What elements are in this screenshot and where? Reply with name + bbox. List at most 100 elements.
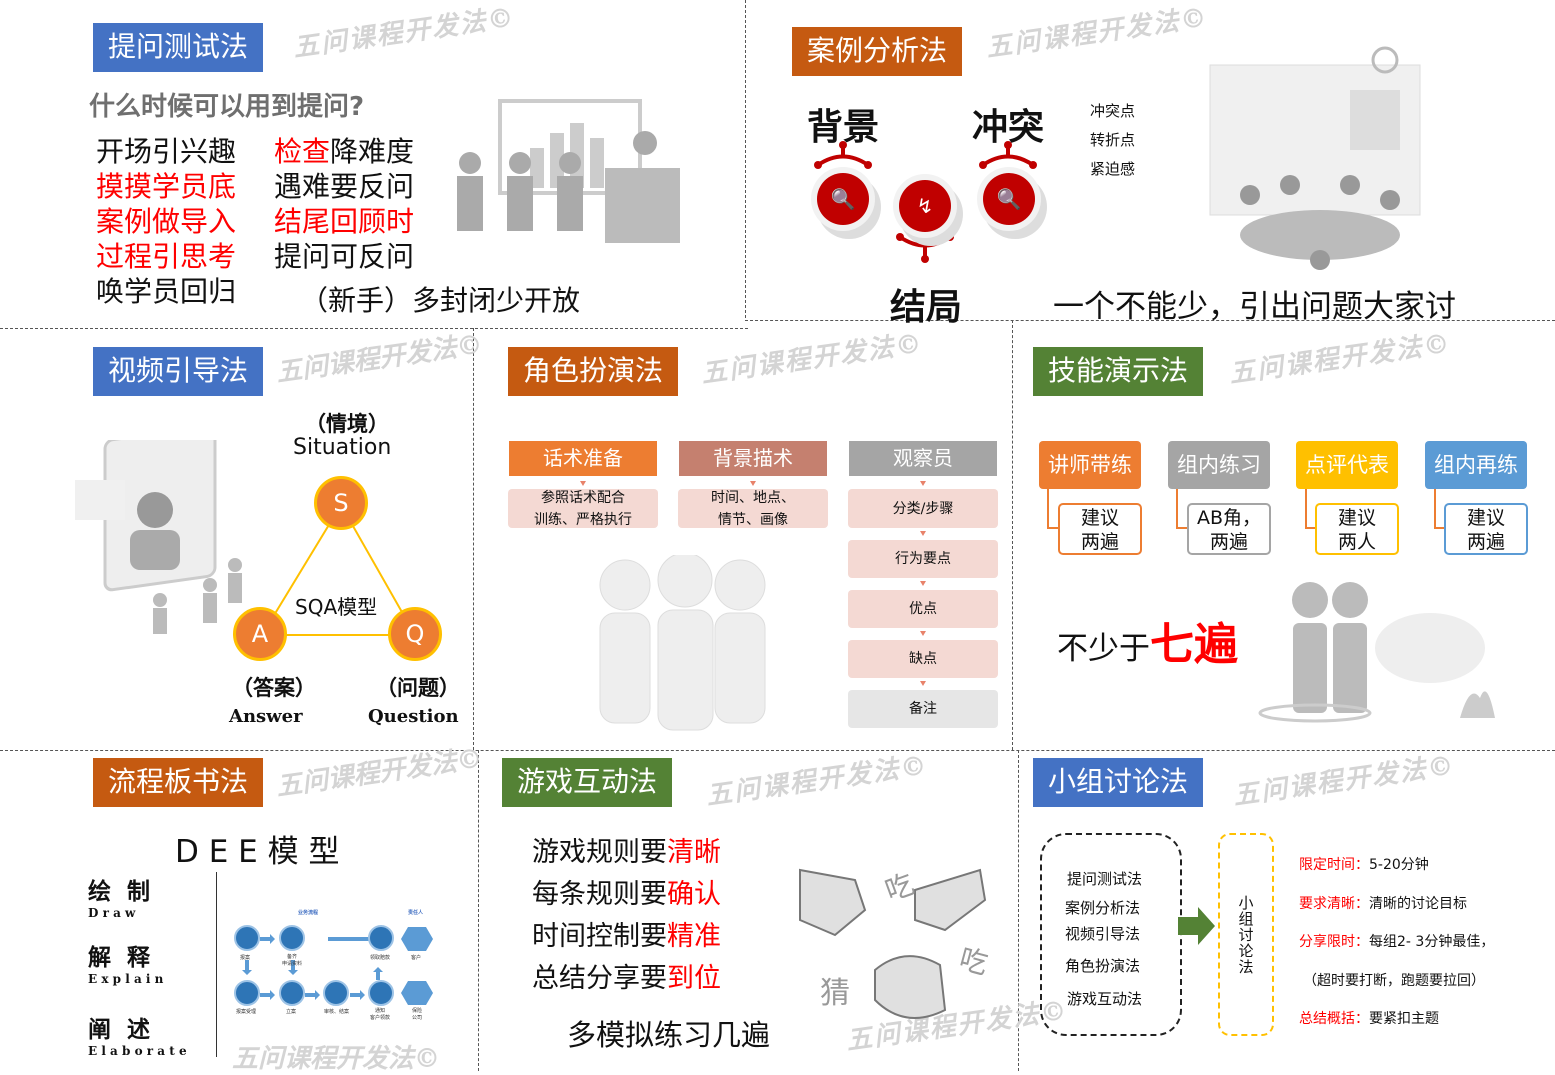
rule-label: 要求清晰：: [1299, 895, 1369, 912]
rule-label: 总结概括：: [1299, 1011, 1369, 1027]
observer-item: 缺点: [848, 640, 998, 678]
observer-item: 行为要点: [848, 540, 998, 578]
dee-item-draw: 绘 制 D r a w: [88, 872, 150, 920]
case-connectors: [814, 141, 1037, 263]
rule-item: （超时要打断，跑题要拉回）: [1299, 962, 1494, 1001]
magnifier-icon: 🔍: [817, 173, 869, 225]
method-item: 视频引导法: [1065, 925, 1141, 943]
divider: [0, 750, 1555, 751]
arrow-down: [580, 481, 586, 486]
answer-en: Answer: [229, 706, 303, 727]
watermark: 五问课程开发法©: [1227, 328, 1454, 390]
dee-cn: 绘 制: [88, 878, 151, 905]
observer-item: 分类/步骤: [848, 489, 998, 528]
rock-paper-scissors-illustration: [799, 868, 987, 1019]
role-box: 参照话术配合 训练、严格执行: [508, 489, 658, 528]
office-illustration: [1209, 46, 1421, 270]
text: 时间控制要: [532, 921, 667, 952]
group-center-box: 小组讨论法: [1218, 833, 1274, 1036]
methods-box: 提问测试法 案例分析法 视频引导法 角色扮演法 游戏互动法: [1040, 833, 1182, 1036]
game-art-label: 猜: [820, 976, 850, 1011]
list-item: 遇难要反问: [274, 170, 415, 203]
arrow-down: [920, 681, 926, 686]
skill-note: AB角， 两遍: [1187, 503, 1271, 555]
text: 游戏规则要: [532, 837, 667, 868]
section-title-game: 游戏互动法: [502, 758, 673, 807]
dee-en: D r a w: [88, 906, 136, 920]
watermark: 五问课程开发法©: [274, 743, 485, 803]
emph: 检查: [274, 135, 331, 168]
case-points: 冲突点 转折点 紧迫感: [1090, 97, 1135, 184]
question-col1: 开场引兴趣 摸摸学员底 案例做导入 过程引思考 唤学员回归: [96, 134, 236, 309]
skill-note: 建议 两遍: [1058, 503, 1142, 555]
divider: [473, 328, 474, 750]
list-item: 总结分享要到位: [532, 958, 721, 1000]
emph: 精准: [667, 921, 721, 952]
situation-en: Situation: [293, 435, 392, 460]
list-item: 结尾回顾时: [274, 205, 415, 238]
question-en: Question: [368, 706, 459, 727]
skill-step-2: 组内练习: [1168, 441, 1270, 489]
arrow-down: [920, 531, 926, 536]
text: 总结分享要: [532, 963, 667, 994]
node-label: 报案: [240, 955, 251, 961]
section-title-skill: 技能演示法: [1033, 347, 1204, 396]
node-label: 审核、结案: [324, 1009, 350, 1015]
skill-step-3: 点评代表: [1296, 441, 1398, 489]
node-label: 领取赔款: [370, 955, 391, 961]
rule-text: 5-20分钟: [1369, 857, 1429, 873]
question-note: （新手）多封闭少开放: [300, 284, 581, 317]
rule-item: 分享限时：每组2- 3分钟最佳，: [1299, 923, 1494, 962]
firefighters-illustration: [1258, 582, 1495, 723]
skill-step-4: 组内再练: [1425, 441, 1527, 489]
node-label: 备齐 申请资料: [282, 954, 303, 967]
watermark: 五问课程开发法©: [984, 2, 1211, 64]
watermark: 五问课程开发法©: [704, 750, 931, 812]
list-item: 检查降难度: [274, 134, 414, 169]
observer-item: 优点: [848, 590, 998, 628]
s-circle: S: [314, 476, 368, 530]
meeting-illustration: [457, 99, 680, 243]
rule-text: 清晰的讨论目标: [1369, 895, 1467, 912]
question-col2: 检查降难度 遇难要反问 结尾回顾时 提问可反问: [274, 134, 414, 274]
section-title-questioning: 提问测试法: [93, 23, 264, 72]
dee-model-title: D E E 模 型: [175, 834, 340, 870]
emph: 确认: [667, 879, 721, 910]
dee-item-explain: 解 释 E x p l a i n: [88, 938, 163, 986]
section-title-flow: 流程板书法: [93, 758, 264, 807]
case-note: 一个不能少，引出问题大家讨: [1053, 289, 1456, 325]
emph: 到位: [667, 963, 721, 994]
zigzag-arrow-icon: ↯: [899, 180, 951, 232]
watermark: 五问课程开发法©: [699, 328, 926, 390]
list-item: 转折点: [1090, 131, 1136, 149]
diagram-owner: 责任人: [408, 910, 424, 916]
skill-summary: 不少于七遍: [1057, 608, 1238, 672]
connector: [1047, 489, 1061, 529]
sqa-model-label: SQA模型: [295, 591, 378, 620]
node-label: 通知 客户领款: [370, 1008, 391, 1021]
list-item: 冲突点: [1090, 102, 1136, 120]
arrow-down: [920, 481, 926, 486]
rule-item: 限定时间：5-20分钟: [1299, 846, 1494, 885]
dee-en: E x p l a i n: [88, 972, 164, 986]
dee-cn: 阐 述: [88, 1016, 151, 1043]
section-title-case: 案例分析法: [792, 27, 963, 76]
rule-text: 每组2- 3分钟最佳，: [1369, 934, 1495, 950]
list-item: 摸摸学员底: [96, 170, 237, 203]
answer-cn: （答案）: [232, 675, 316, 700]
list-item: 过程引思考: [96, 240, 237, 273]
role-box: 时间、地点、 情节、画像: [678, 489, 828, 528]
arrow-down: [920, 581, 926, 586]
method-item: 案例分析法: [1065, 899, 1141, 917]
summary-emph: 七遍: [1150, 619, 1238, 670]
list-item: 时间控制要精准: [532, 916, 721, 958]
list-item: 开场引兴趣: [96, 135, 237, 168]
emph: 清晰: [667, 837, 721, 868]
arrow-right-icon: [1178, 907, 1215, 945]
video-call-illustration: [75, 440, 242, 634]
sqa-triangle: [260, 503, 417, 636]
watermark: 五问课程开发法©: [274, 329, 485, 389]
question-cn: （问题）: [376, 675, 460, 700]
dee-en: E l a b o r a t e: [88, 1044, 187, 1058]
summary-prefix: 不少于: [1057, 631, 1150, 667]
